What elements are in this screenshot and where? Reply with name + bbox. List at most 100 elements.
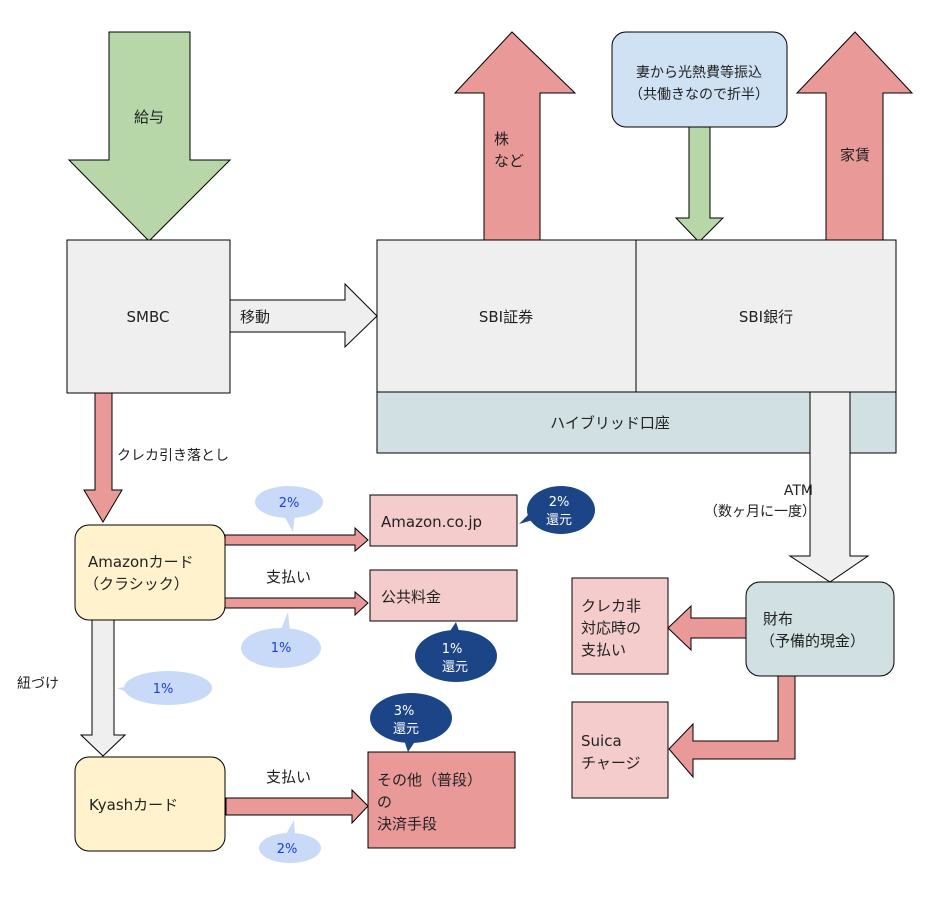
suica-charge-arrow [668,675,796,779]
wife-transfer-arrow [674,126,725,243]
wallet-line1: 財布 [763,610,793,628]
sbi-securities-box[interactable]: SBI証券 [376,239,637,393]
bubble-shape [124,671,212,705]
amazon-site-rate: 2% [279,496,300,511]
hybrid-account-label: ハイブリッド口座 [550,414,670,432]
sbi-bank-box[interactable]: SBI銀行 [635,239,897,393]
amazon-site-rate-bubble: 2% [255,486,323,532]
wife-note-line1: 妻から光熱費等振込 [636,64,762,81]
utilities-rate: 1% [271,641,292,656]
bubble-tail [404,740,416,752]
stocks-label-line1: 株 [494,130,509,148]
amazon-site-payment-arrow [224,526,369,553]
utilities-cashback-bubble: 1% 還元 [415,622,497,682]
link-arrow: 紐づけ [17,619,127,757]
amazon-card-line1: Amazonカード [88,553,194,571]
bubble-shape [241,628,321,668]
noncard-payment-rect [571,577,669,675]
wife-transfer-note: 妻から光熱費等振込 （共働きなので折半） [611,31,788,128]
rent-label: 家賃 [840,146,870,164]
bubble-tail [448,622,460,634]
smbc-box[interactable]: SMBC [66,239,231,394]
suica-line2: チャージ [581,754,641,772]
card-debit-label: クレカ引き落とし [117,448,229,464]
kyash-rate: 2% [277,842,298,857]
utilities-rate-bubble: 1% [241,612,321,668]
other-cashback-bubble: 3% 還元 [370,693,452,752]
other-payment-rect [367,751,516,849]
smbc-label: SMBC [127,308,170,326]
kyash-card-rect [74,756,226,852]
other-cashback-label: 還元 [393,722,419,737]
utilities-rect [369,569,518,622]
other-payment-line2: の [377,793,392,811]
amazon-site-box[interactable]: Amazon.co.jp [369,494,518,547]
utilities-label: 公共料金 [381,588,441,606]
smbc-box-rect [66,239,231,394]
sbi-bank-label: SBI銀行 [739,308,793,326]
salary-arrow-shape [67,31,232,242]
amazon-card-rect [74,524,226,621]
amazon-site-cashback-rate: 2% [549,495,570,510]
noncard-line1: クレカ非 [581,597,641,615]
amazon-site-cashback-bubble: 2% 還元 [519,486,595,534]
kyash-card-box[interactable]: Kyashカード [74,756,226,852]
wallet-box[interactable]: 財布 （予備的現金） [745,581,895,677]
atm-arrow-shape [788,391,870,583]
utilities-box[interactable]: 公共料金 [369,569,518,622]
atm-label-line1: ATM [784,483,813,499]
amazon-card-line2: （クラシック） [84,575,189,593]
bubble-tail [280,612,290,632]
amazon-site-label: Amazon.co.jp [381,513,482,531]
bubble-shape [259,833,321,863]
wallet-line2: （予備的現金） [760,632,865,650]
suica-box[interactable]: Suica チャージ [571,701,669,799]
salary-arrow: 給与 [67,31,232,242]
kyash-payment-label: 支払い [266,768,311,786]
noncard-line3: 支払い [581,641,626,659]
rent-arrow: 家賃 [795,31,914,241]
amazon-site-rect [369,494,518,547]
bubble-shape [370,693,452,743]
bubble-tail [117,687,132,694]
kyash-payment-arrow [225,788,369,825]
noncard-line2: 対応時の [581,619,641,637]
sbi-securities-label: SBI証券 [479,308,533,326]
salary-label: 給与 [134,108,164,126]
utilities-cashback-label: 還元 [442,660,468,675]
utilities-cashback-rate: 1% [442,642,463,657]
amazon-payment-label: 支払い [266,568,311,586]
transfer-label: 移動 [240,308,270,326]
kyash-rate-bubble: 2% [259,820,321,863]
noncard-payment-box[interactable]: クレカ非 対応時の 支払い [571,577,669,675]
suica-line1: Suica [581,732,622,750]
atm-arrow: ATM （数ヶ月に一度） [704,391,870,583]
link-label: 紐づけ [17,676,59,692]
other-payment-line1: その他（普段） [377,771,482,789]
amazon-card-box[interactable]: Amazonカード （クラシック） [74,524,226,621]
kyash-card-label: Kyashカード [89,796,178,814]
card-debit-arrow-shape [83,392,123,523]
bubble-shape [415,630,497,682]
suica-rect [571,701,669,799]
stocks-label-line2: など [494,152,524,170]
bubble-tail [285,820,295,836]
stocks-arrow-shape [453,31,577,241]
bubble-tail [283,514,295,532]
bubble-shape [255,486,323,518]
transfer-arrow: 移動 [229,282,378,349]
wallet-rect [745,581,895,677]
link-rate-bubble: 1% [117,671,212,705]
stocks-arrow: 株 など [453,31,577,241]
rent-arrow-shape [795,31,914,241]
utilities-payment-arrow [224,590,369,617]
other-payment-box[interactable]: その他（普段） の 決済手段 [367,751,516,849]
sbi-securities-rect [376,239,637,393]
atm-label-line2: （数ヶ月に一度） [704,504,816,520]
bubble-shape [527,486,595,534]
bubble-tail [519,512,540,524]
link-rate: 1% [153,682,174,697]
noncard-payment-arrow [667,604,747,652]
other-cashback-rate: 3% [394,704,415,719]
